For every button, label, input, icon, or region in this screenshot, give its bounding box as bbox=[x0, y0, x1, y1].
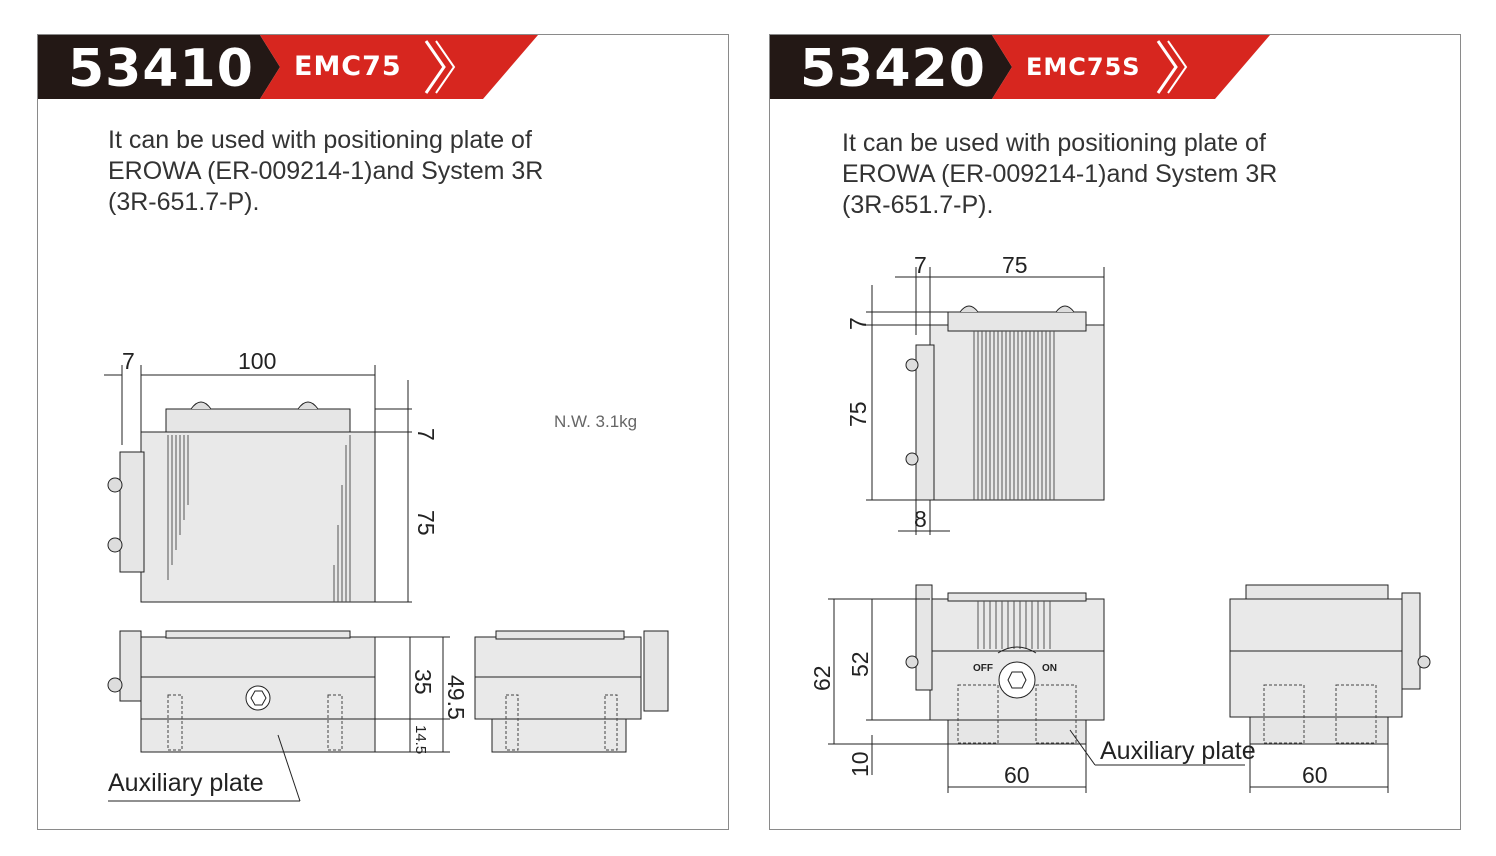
product-code: 53410 bbox=[68, 39, 254, 99]
dim-8: 8 bbox=[914, 506, 927, 532]
description-line: It can be used with positioning plate of bbox=[842, 129, 1266, 157]
on-label: ON bbox=[1042, 663, 1057, 674]
dim-62: 62 bbox=[809, 665, 835, 691]
header-banner bbox=[770, 35, 1270, 99]
product-model: EMC75 bbox=[294, 51, 402, 82]
product-header: 53420 EMC75S bbox=[770, 35, 1462, 99]
technical-drawing-53410: 7 100 7 75 35 49.5 14.5 N.W. 3.1kg Auxil… bbox=[104, 348, 669, 802]
dim-52: 52 bbox=[847, 651, 873, 677]
description: It can be used with positioning plate of… bbox=[108, 125, 688, 218]
auxiliary-plate-label: Auxiliary plate bbox=[1100, 737, 1256, 765]
dim-75: 75 bbox=[413, 510, 439, 536]
dim-75b: 75 bbox=[845, 401, 871, 427]
dim-10: 10 bbox=[847, 751, 873, 777]
dim-100: 100 bbox=[238, 348, 276, 374]
header-banner bbox=[38, 35, 538, 99]
description-line: (3R-651.7-P). bbox=[108, 188, 260, 216]
description-line: EROWA (ER-009214-1)and System 3R bbox=[842, 160, 1278, 188]
dim-60b: 60 bbox=[1302, 762, 1328, 788]
dim-7b: 7 bbox=[413, 428, 439, 441]
dim-7b: 7 bbox=[845, 317, 871, 330]
description-line: EROWA (ER-009214-1)and System 3R bbox=[108, 157, 544, 185]
description: It can be used with positioning plate of… bbox=[842, 128, 1422, 221]
dim-7a: 7 bbox=[122, 348, 135, 374]
description-line: It can be used with positioning plate of bbox=[108, 126, 532, 154]
product-panel-53410: 53410 EMC75 It can be used with position… bbox=[37, 34, 729, 830]
dim-75a: 75 bbox=[1002, 252, 1028, 278]
dim-14-5: 14.5 bbox=[412, 725, 429, 754]
product-panel-53420: 53420 EMC75S It can be used with positio… bbox=[769, 34, 1461, 830]
dim-35: 35 bbox=[410, 669, 436, 695]
product-code: 53420 bbox=[800, 39, 986, 99]
off-label: OFF bbox=[973, 663, 993, 674]
technical-drawing-53420: 7 75 7 75 8 62 52 10 60 60 OFF ON Auxili… bbox=[809, 252, 1431, 793]
dim-7a: 7 bbox=[914, 252, 927, 278]
dim-60a: 60 bbox=[1004, 762, 1030, 788]
net-weight: N.W. 3.1kg bbox=[554, 412, 637, 431]
dim-49-5: 49.5 bbox=[443, 675, 469, 720]
product-header: 53410 EMC75 bbox=[38, 35, 730, 99]
product-model: EMC75S bbox=[1026, 53, 1141, 81]
description-line: (3R-651.7-P). bbox=[842, 191, 994, 219]
auxiliary-plate-label: Auxiliary plate bbox=[108, 769, 264, 797]
